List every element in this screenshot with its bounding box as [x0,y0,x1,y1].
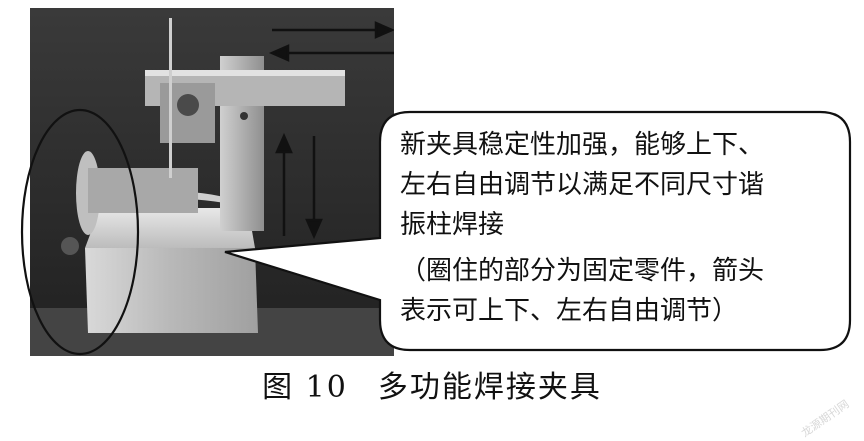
side-screw [61,237,79,255]
note-line-2: 左右自由调节以满足不同尺寸谐 [400,170,765,200]
figure-title: 多功能焊接夹具 [377,370,602,405]
note-line-4: （圈住的部分为固定零件，箭头 [400,256,765,286]
fixed-part-circle [20,108,140,356]
figure-caption: 图 10 多功能焊接夹具 [0,362,864,406]
fixture-photo [30,8,394,356]
vertical-arrows-icon [275,132,323,240]
base-block-front [85,248,258,333]
clamp-screw [177,94,199,116]
horizontal-arrows-icon [268,21,394,62]
note-line-3: 振柱焊接 [400,210,505,240]
note-line-5: 表示可上下、左右自由调节） [400,296,739,326]
figure-number: 图 10 [262,370,348,405]
probe-needle [169,18,172,178]
callout-overlay [20,108,852,356]
fixture-illustration [30,8,394,356]
note-line-1: 新夹具稳定性加强，能够上下、 [400,130,765,160]
base-block-top [85,208,255,248]
callout-bubble [224,110,852,352]
shaft [88,168,198,213]
